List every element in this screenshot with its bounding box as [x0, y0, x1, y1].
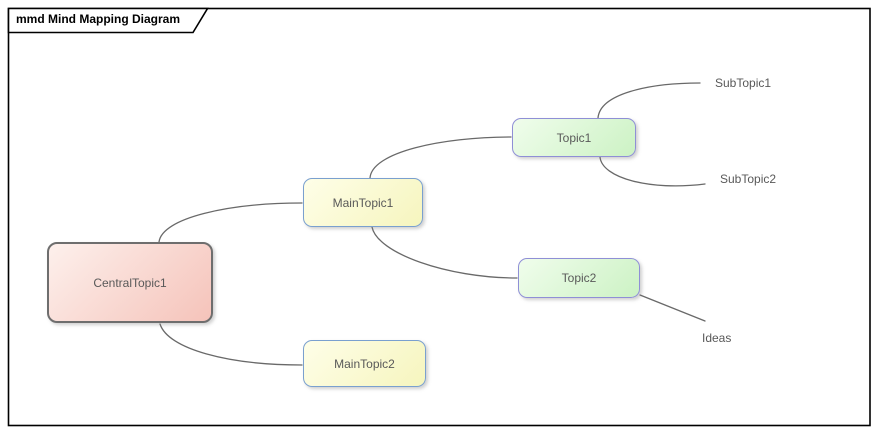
node-label: MainTopic1: [332, 195, 394, 210]
node-topic2[interactable]: Topic2: [518, 258, 640, 298]
leaf-label-subtopic1[interactable]: SubTopic1: [715, 76, 772, 90]
connector-main1-to-topic1: [369, 136, 512, 179]
connector-central-to-main2: [159, 323, 303, 366]
node-topic1[interactable]: Topic1: [512, 118, 636, 157]
leaf-label-ideas[interactable]: Ideas: [702, 331, 732, 345]
connector-central-to-main1: [158, 202, 303, 243]
frame-border: [7, 7, 871, 427]
node-main-topic2[interactable]: MainTopic2: [303, 340, 426, 387]
frame-label-tab: [7, 7, 209, 34]
node-label: CentralTopic1: [93, 275, 167, 290]
leaf-label-subtopic2[interactable]: SubTopic2: [720, 172, 777, 186]
connector-main1-to-topic2: [371, 226, 518, 279]
connector-topic1-to-subtopic2: [599, 156, 706, 187]
connector-topic2-to-ideas: [639, 294, 706, 322]
node-central-topic1[interactable]: CentralTopic1: [47, 242, 213, 323]
diagram-frame-title: mmd Mind Mapping Diagram: [16, 12, 181, 26]
node-label: Topic1: [556, 130, 592, 145]
node-label: Topic2: [561, 271, 597, 285]
node-label: MainTopic2: [334, 356, 395, 371]
connector-topic1-to-subtopic1: [597, 82, 701, 119]
node-main-topic1[interactable]: MainTopic1: [303, 178, 423, 227]
